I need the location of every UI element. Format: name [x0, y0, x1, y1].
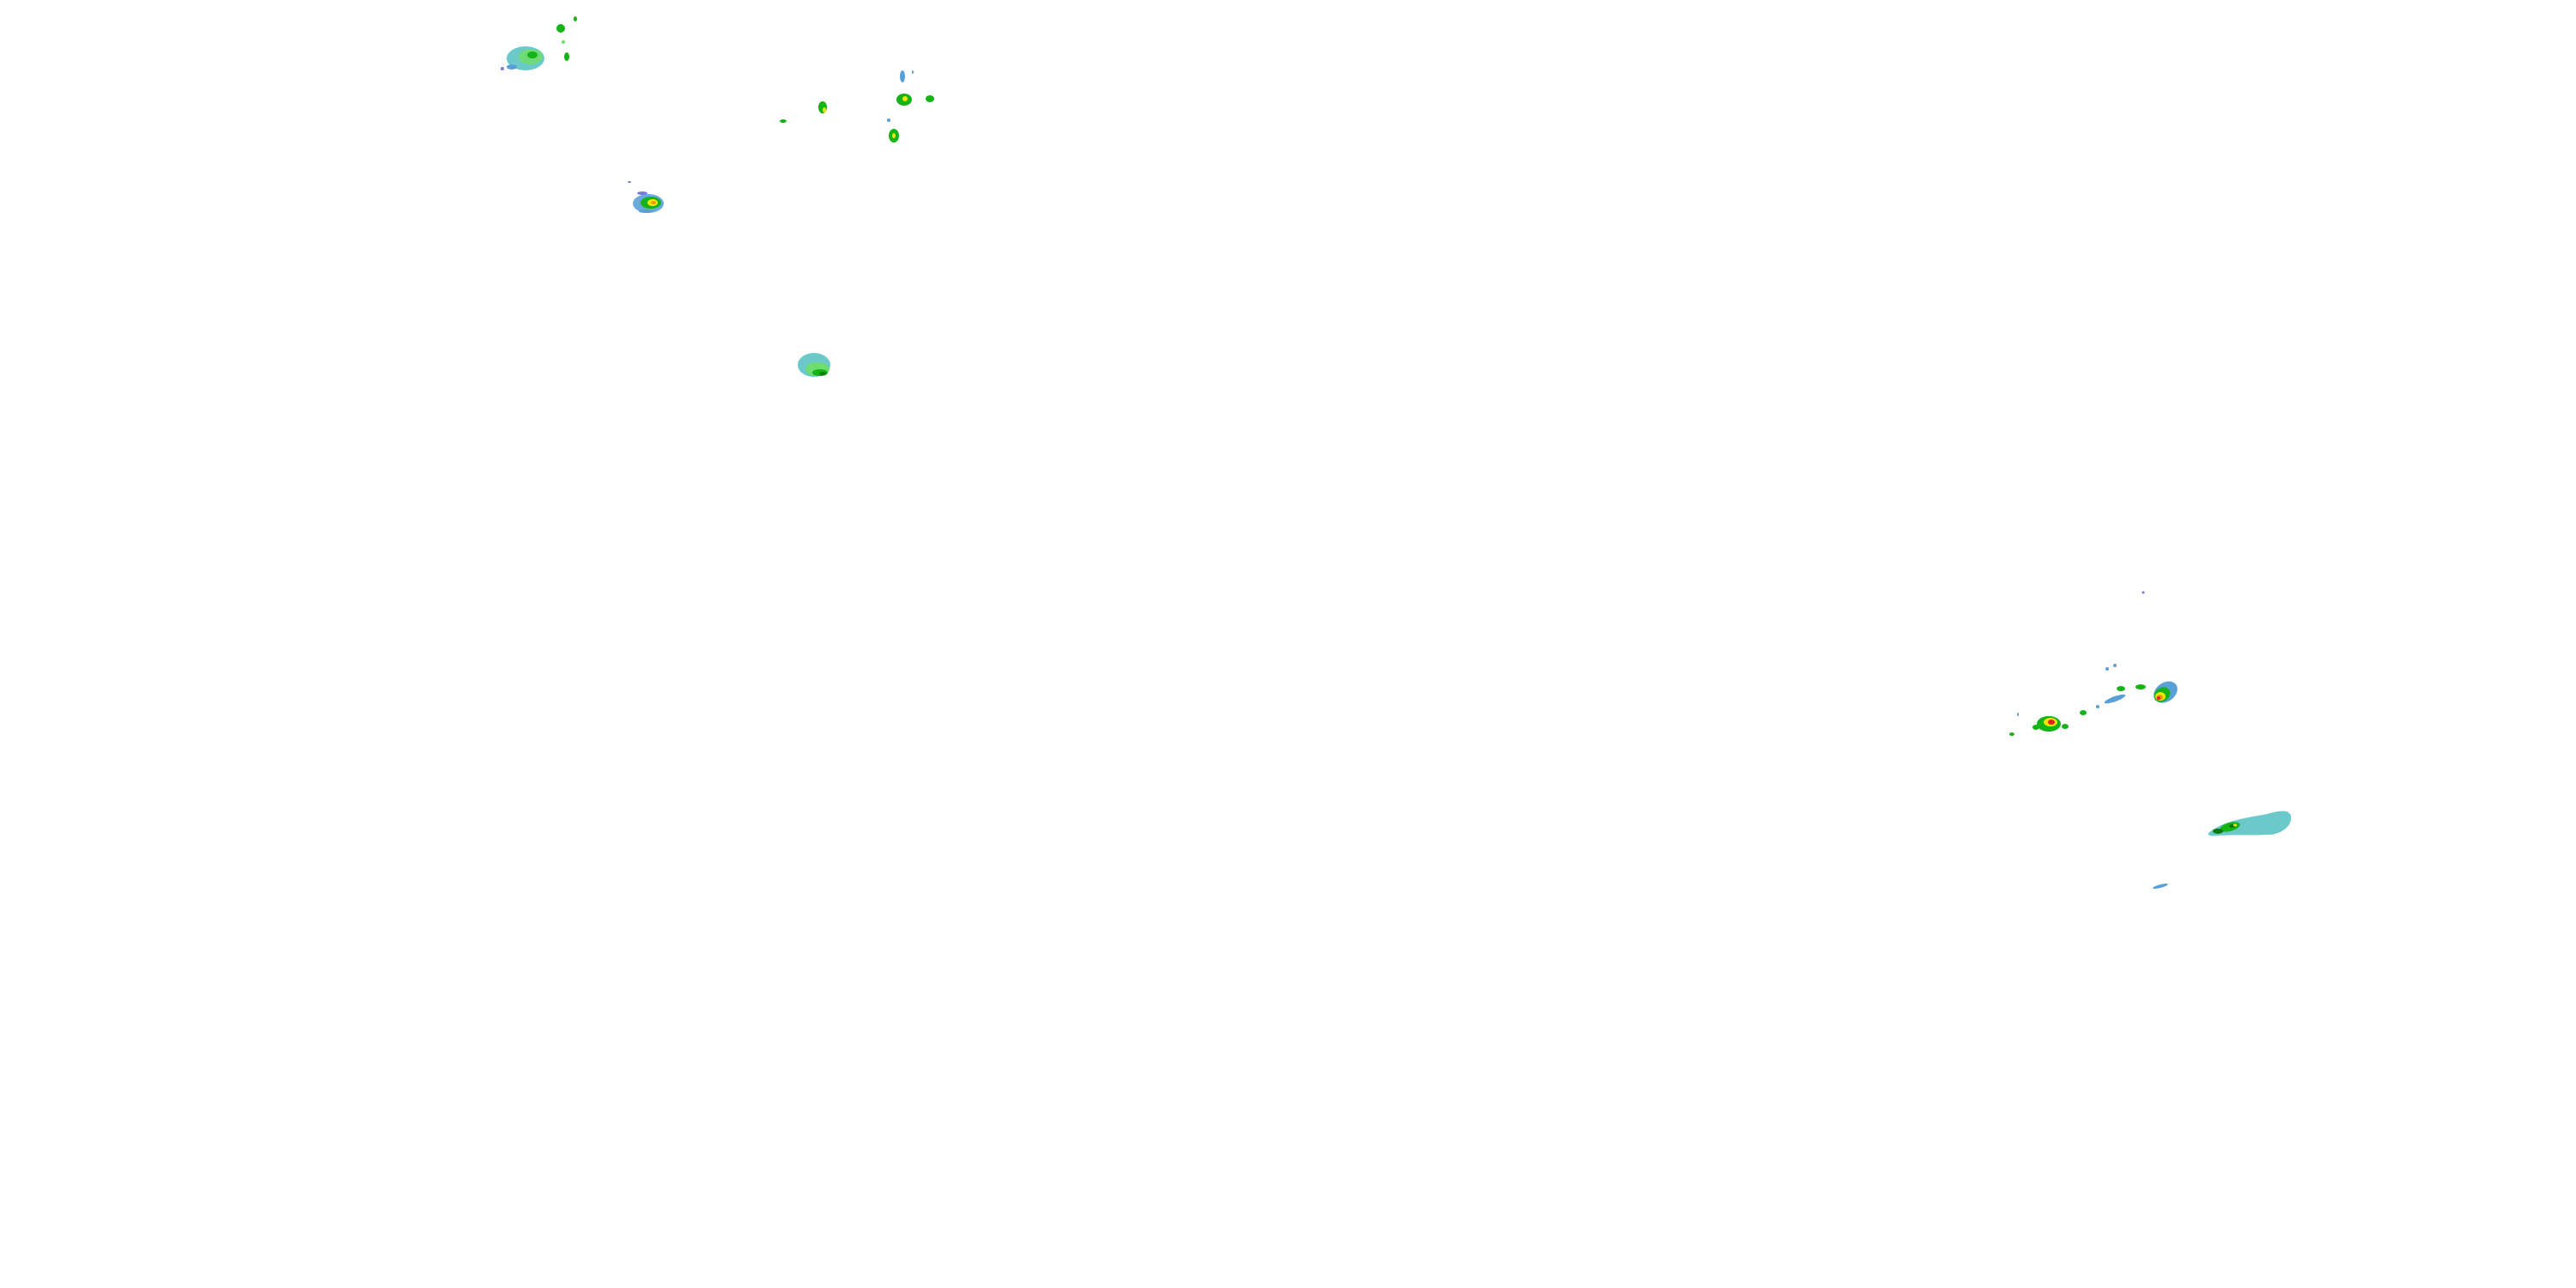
precipitation-cell-south-east: [2153, 883, 2168, 890]
precipitation-cell-central: [798, 353, 830, 377]
precipitation-cell-northwest-2: [556, 16, 577, 61]
precipitation-band-southeast: [2208, 811, 2292, 836]
precipitation-cell-northwest-1: [501, 46, 544, 70]
precipitation-cell-north-central: [780, 70, 934, 143]
precipitation-cell-west: [628, 181, 664, 213]
precipitation-cell-east-3: [2154, 681, 2178, 703]
precipitation-cell-east-1: [2009, 710, 2087, 736]
precipitation-cell-east-2: [2096, 591, 2146, 708]
